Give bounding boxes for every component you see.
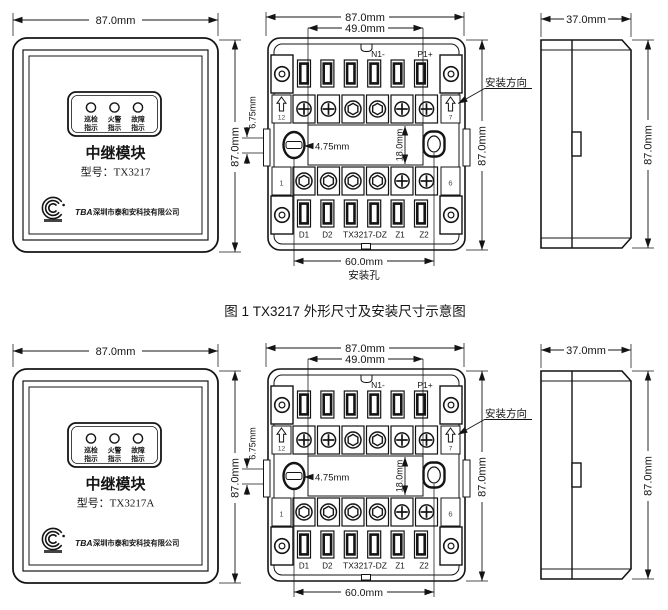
side-height-dim: 87.0mm bbox=[643, 125, 655, 165]
pin-6: 6 bbox=[448, 179, 452, 188]
back-bottom-dim: 60.0mm bbox=[345, 587, 383, 599]
front-height-dim: 87.0mm bbox=[230, 127, 242, 167]
side-view-drawing bbox=[541, 13, 654, 248]
install-direction-label: 安装方向 bbox=[485, 407, 527, 420]
front-height-dim: 87.0mm bbox=[230, 458, 242, 498]
pin-12: 12 bbox=[278, 446, 286, 453]
front-width-dim: 87.0mm bbox=[96, 346, 136, 358]
led-label-inspect-2: 指示 bbox=[84, 454, 98, 463]
front-width-dim: 87.0mm bbox=[96, 15, 136, 27]
back-height-dim: 87.0mm bbox=[477, 126, 489, 166]
led-label-fault-2: 指示 bbox=[131, 454, 145, 463]
terminal-n1: N1- bbox=[371, 380, 385, 390]
pin-1: 1 bbox=[279, 179, 283, 188]
figure-tx3217a: 87.0mm 87.0mm 巡检 指示 火警 指示 故障 指示 中继模块 型号：… bbox=[13, 342, 655, 599]
slot-dim: 4.75mm bbox=[315, 473, 349, 484]
led-label-fire: 火警 bbox=[108, 115, 122, 124]
back-left-dim: 6.75mm bbox=[248, 427, 258, 460]
side-width-dim: 37.0mm bbox=[566, 14, 606, 26]
led-label-fire: 火警 bbox=[108, 446, 122, 455]
led-label-inspect-2: 指示 bbox=[84, 123, 98, 132]
recess-dim: 18.0mm bbox=[395, 129, 405, 162]
terminal-d2: D2 bbox=[322, 562, 333, 571]
back-inner-dim: 49.0mm bbox=[345, 23, 385, 35]
slot-dim: 4.75mm bbox=[315, 142, 349, 153]
led-label-fault-2: 指示 bbox=[131, 123, 145, 132]
pin-7: 7 bbox=[449, 446, 453, 453]
pin-1: 1 bbox=[279, 510, 283, 519]
terminal-z1: Z1 bbox=[395, 231, 405, 240]
terminal-d2: D2 bbox=[322, 231, 333, 240]
brand-logo: TBA bbox=[75, 538, 92, 548]
pin-7: 7 bbox=[449, 115, 453, 122]
led-label-inspect: 巡检 bbox=[84, 446, 98, 455]
back-bottom-dim: 60.0mm bbox=[345, 256, 383, 268]
figure-1-caption: 图 1 TX3217 外形尺寸及安装尺寸示意图 bbox=[224, 303, 466, 319]
terminal-z2: Z2 bbox=[419, 562, 429, 571]
terminal-z2: Z2 bbox=[419, 231, 429, 240]
back-view-drawing bbox=[242, 11, 532, 267]
model-number: 型号：TX3217A bbox=[77, 496, 155, 510]
side-view-drawing bbox=[541, 344, 654, 579]
back-left-dim: 6.75mm bbox=[248, 96, 258, 129]
led-label-fire-2: 指示 bbox=[108, 123, 122, 132]
terminal-z1: Z1 bbox=[395, 562, 405, 571]
figure-tx3217: 87.0mm 87.0mm 巡检 指示 火警 指示 故障 指示 中继模块 型号：… bbox=[13, 11, 655, 319]
terminal-d1: D1 bbox=[299, 562, 310, 571]
pin-12: 12 bbox=[278, 115, 286, 122]
install-direction-label: 安装方向 bbox=[485, 76, 527, 89]
terminal-n1: N1- bbox=[371, 49, 385, 59]
back-width-dim: 87.0mm bbox=[345, 343, 385, 355]
side-width-dim: 37.0mm bbox=[566, 345, 606, 357]
terminal-block-model: TX3217-DZ bbox=[343, 230, 387, 240]
back-width-dim: 87.0mm bbox=[345, 12, 385, 24]
back-height-dim: 87.0mm bbox=[477, 457, 489, 497]
side-height-dim: 87.0mm bbox=[643, 456, 655, 496]
mount-hole-label: 安装孔 bbox=[348, 269, 380, 282]
module-title: 中继模块 bbox=[85, 475, 146, 493]
pin-6: 6 bbox=[448, 510, 452, 519]
brand-logo: TBA bbox=[75, 207, 92, 217]
terminal-p1: P1+ bbox=[417, 49, 432, 59]
terminal-p1: P1+ bbox=[417, 380, 432, 390]
company-name: 深圳市泰和安科技有限公司 bbox=[93, 539, 179, 548]
back-inner-dim: 49.0mm bbox=[345, 354, 385, 366]
terminal-block-model: TX3217-DZ bbox=[343, 561, 387, 571]
module-title: 中继模块 bbox=[85, 144, 146, 162]
back-view-drawing bbox=[242, 342, 532, 598]
led-label-inspect: 巡检 bbox=[84, 115, 98, 124]
led-label-fire-2: 指示 bbox=[108, 454, 122, 463]
terminal-d1: D1 bbox=[299, 231, 310, 240]
recess-dim: 18.0mm bbox=[395, 460, 405, 493]
led-label-fault: 故障 bbox=[131, 115, 145, 124]
company-name: 深圳市泰和安科技有限公司 bbox=[93, 208, 179, 217]
model-number: 型号：TX3217 bbox=[81, 165, 151, 179]
led-label-fault: 故障 bbox=[131, 446, 145, 455]
